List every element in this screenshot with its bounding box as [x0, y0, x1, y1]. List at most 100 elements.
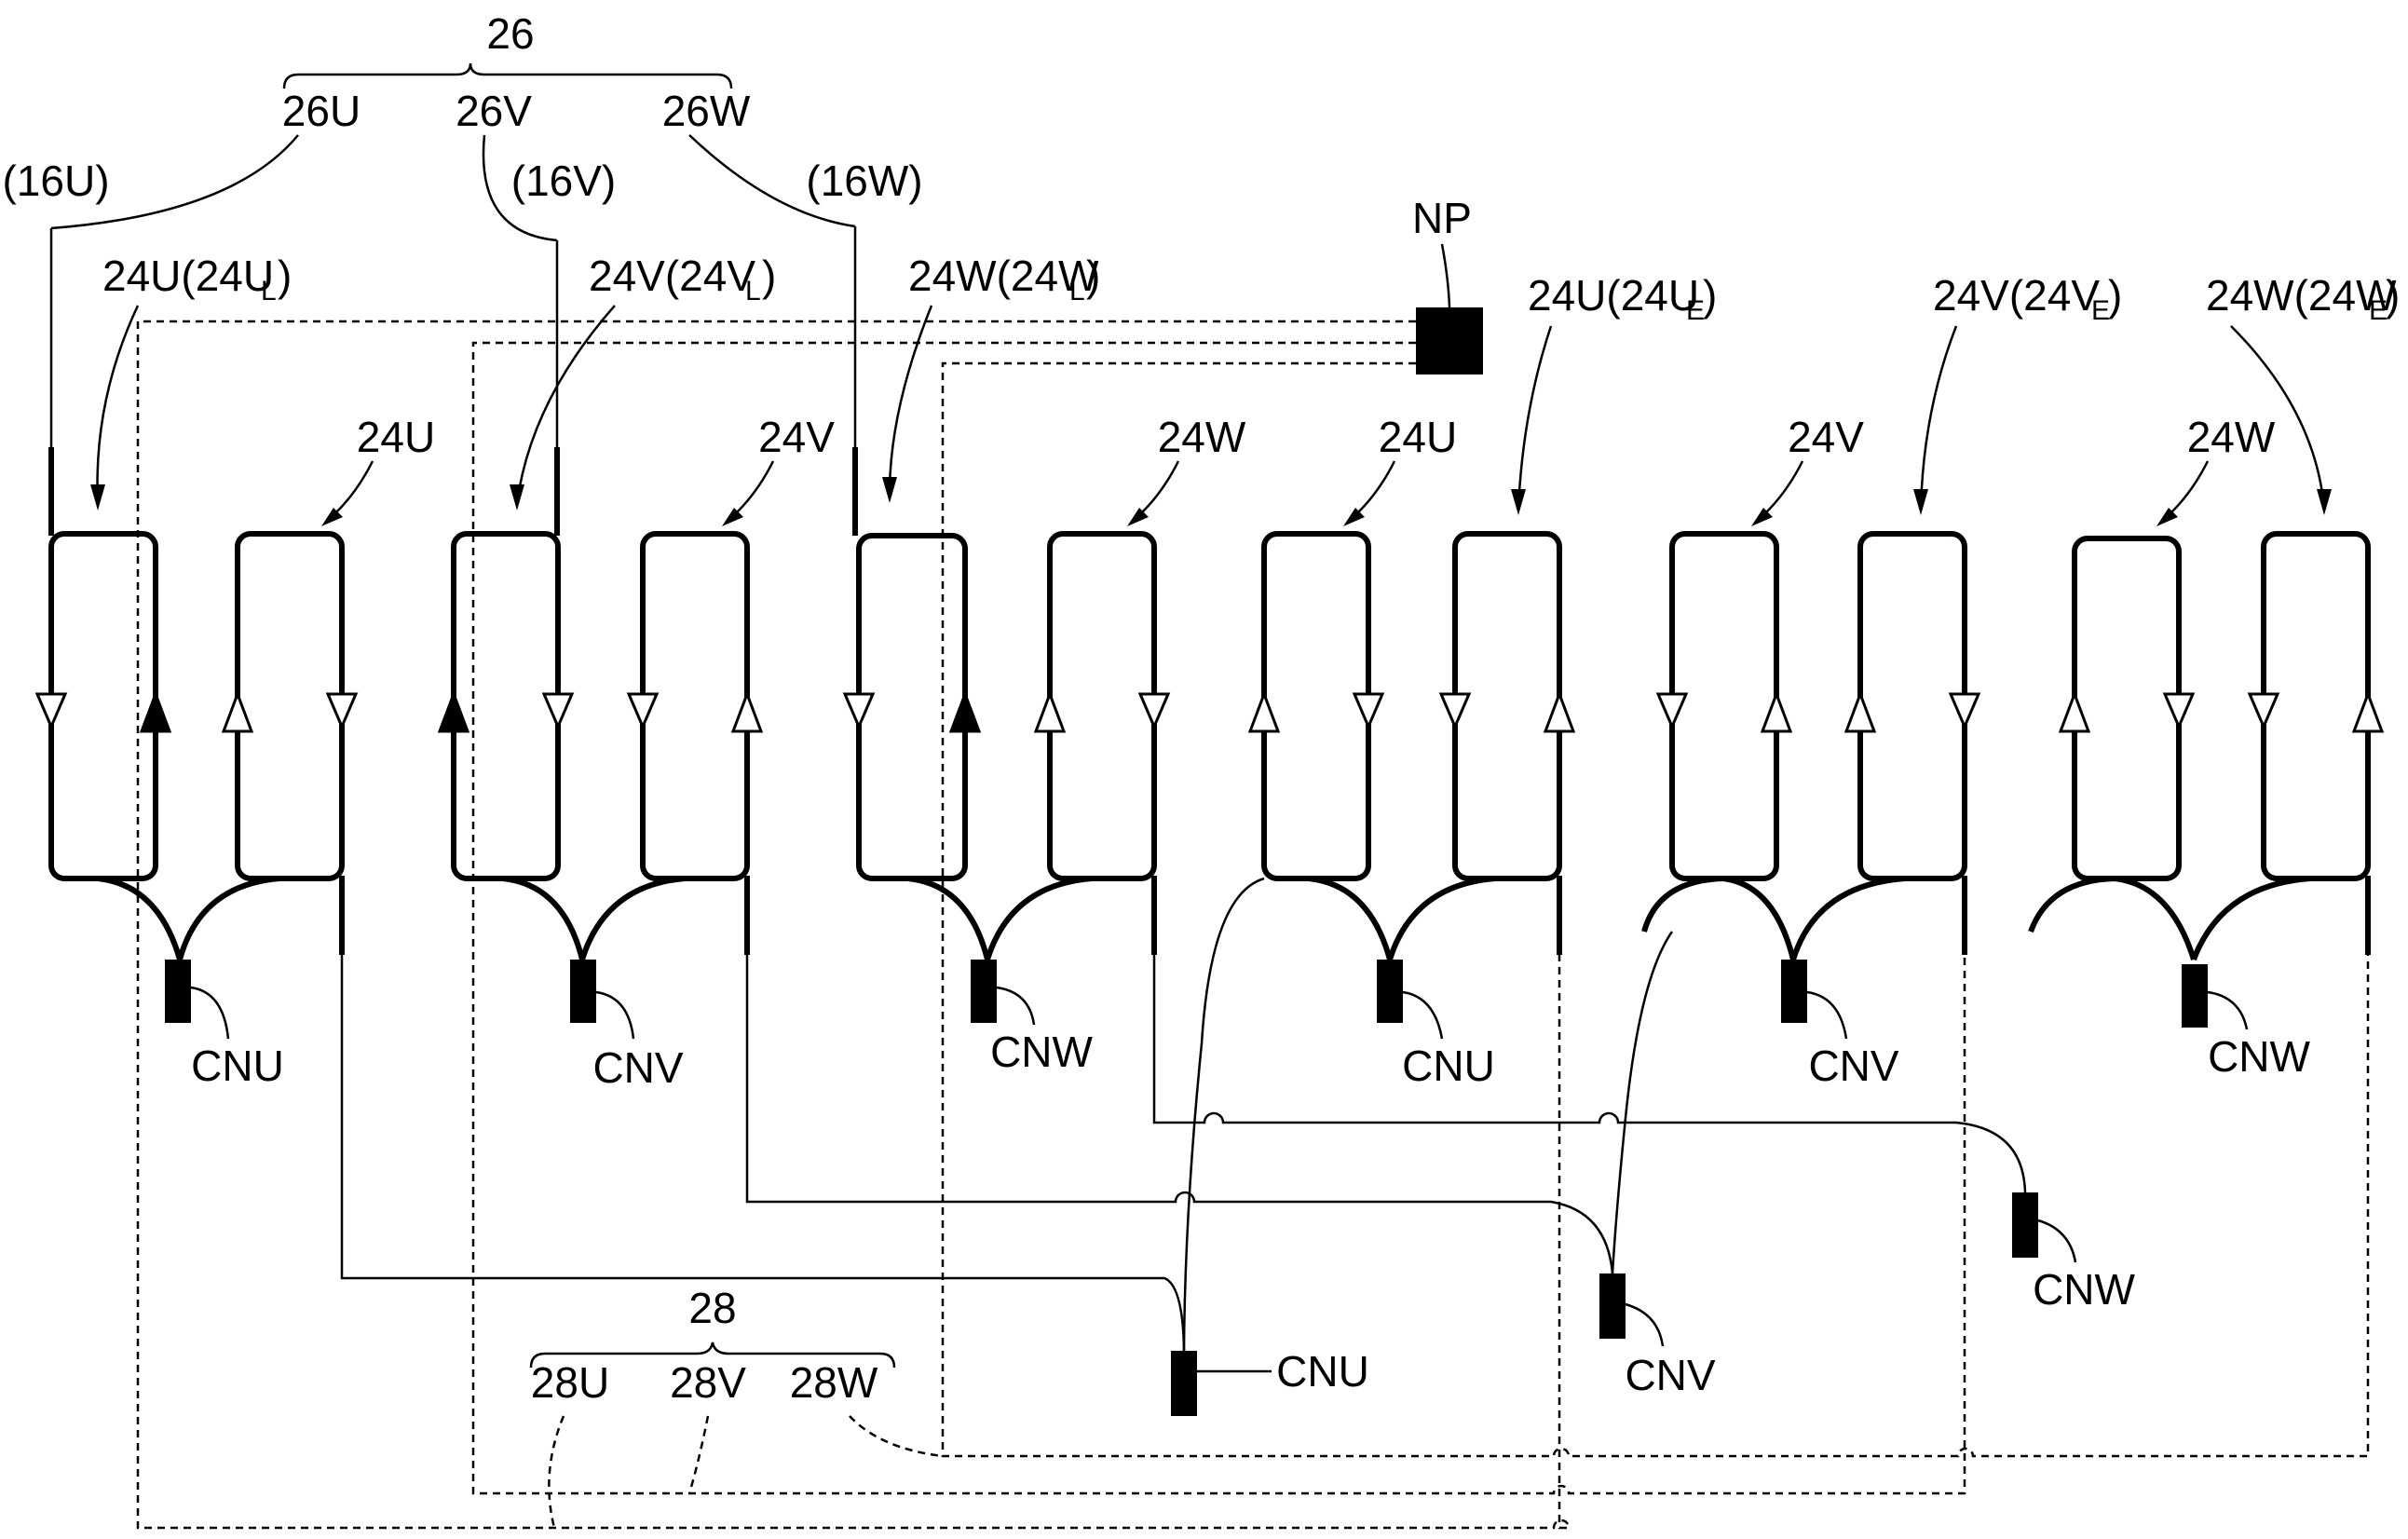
svg-text:): ) [278, 252, 292, 300]
crossover-wire-u [340, 955, 1186, 1352]
leader-arrowhead [90, 484, 105, 511]
label-cnw-2: CNW [2208, 1032, 2310, 1081]
crossover-arc [1790, 876, 1906, 960]
arrow-up [2351, 689, 2385, 733]
label-28v: 28V [670, 1358, 746, 1407]
leader-cnv-3 [1625, 1302, 1665, 1347]
connector-cnu-3 [1171, 1351, 1197, 1416]
coil-group-6 [2072, 531, 2371, 881]
arrow-up [730, 689, 764, 733]
leader-24u-e [1517, 325, 1553, 509]
svg-text:E: E [2369, 295, 2388, 326]
label-16u: (16U) [2, 157, 109, 205]
arrow-up [1843, 689, 1877, 733]
leader-26w [688, 134, 856, 228]
crossover-arc [1387, 876, 1496, 960]
label-28w: 28W [790, 1358, 878, 1407]
svg-text:E: E [2091, 295, 2110, 326]
arrow-up [1247, 689, 1281, 733]
svg-text:24U(24U: 24U(24U [1528, 271, 1699, 320]
leader-26v [482, 134, 558, 242]
label-28u: 28U [531, 1358, 609, 1407]
arrow-up-filled [139, 689, 172, 733]
arrow-up [221, 689, 254, 733]
arrow-down [34, 692, 68, 730]
crossover-wire-cnu3 [1182, 877, 1265, 1352]
coil-24w-end [2261, 531, 2371, 881]
arrow-up-filled [948, 689, 982, 733]
arrow-down [842, 692, 876, 730]
current-direction-arrows [34, 689, 2385, 733]
label-cnw-3: CNW [2033, 1265, 2135, 1314]
arrow-down [2247, 692, 2280, 730]
coil-group-3 [856, 531, 1157, 881]
leader-arrowhead [722, 508, 743, 526]
crossover-arc [579, 876, 686, 960]
coil-group-4 [1261, 531, 1562, 881]
connector-cnu-1 [165, 960, 191, 1023]
leader-cnv-1 [595, 990, 635, 1040]
leader-28w [849, 1415, 944, 1458]
arrow-down [541, 692, 575, 730]
coil-24v-end [1857, 531, 1967, 881]
leader-arrowhead [510, 484, 524, 511]
coil-24w-lead [856, 533, 968, 881]
arrow-down [1137, 692, 1171, 730]
label-24v-coil4: 24V [758, 413, 835, 461]
leader-arrowhead [2317, 489, 2332, 515]
label-cnv-1: CNV [592, 1043, 683, 1092]
arrow-down [1655, 692, 1689, 730]
crossover-arc [97, 876, 183, 960]
leader-28u [548, 1415, 565, 1529]
arrow-down [1438, 692, 1472, 730]
label-cnu-3: CNU [1276, 1347, 1369, 1396]
crossover-arc [1641, 875, 1796, 960]
coil-24u-lead [48, 531, 158, 881]
leader-26u [50, 134, 299, 230]
leader-24v-e [1919, 325, 1958, 509]
svg-text:24W(24W: 24W(24W [908, 252, 1099, 300]
svg-text:): ) [1086, 252, 1100, 300]
leader-arrowhead [882, 477, 897, 503]
leader-cnu-1 [190, 986, 230, 1040]
crossover-arc [985, 876, 1093, 960]
crossover-wire-v [745, 955, 1614, 1274]
crossover-wire-cnv3 [1611, 931, 1674, 1274]
connector-cnv-1 [570, 960, 596, 1023]
coil-24v-lead [451, 531, 561, 881]
svg-text:24W(24W: 24W(24W [2206, 271, 2397, 320]
leader-24w-e [2230, 325, 2326, 509]
label-24w-l: 24W(24W L ) [908, 252, 1100, 306]
leader-cnw-2 [2207, 990, 2249, 1030]
arrow-down [1352, 692, 1385, 730]
leader-28v [687, 1415, 710, 1494]
svg-text:L: L [1069, 276, 1085, 306]
leader-cnv-2 [1806, 990, 1848, 1040]
label-24u-coil7: 24U [1379, 413, 1457, 461]
leader-cnu-2 [1402, 990, 1444, 1040]
label-24v-l: 24V(24V L ) [589, 252, 776, 306]
connector-cnw-1 [971, 960, 997, 1023]
coil-24v-2 [1669, 531, 1779, 881]
label-24u-coil2: 24U [357, 413, 435, 461]
crossover-wire-w [1152, 955, 2027, 1193]
svg-text:): ) [2386, 271, 2400, 320]
leader-arrowhead [2156, 508, 2178, 526]
coil-24w-2 [2072, 536, 2182, 881]
arrow-down [1948, 692, 1981, 730]
leader-cnw-1 [996, 986, 1036, 1026]
neutral-wire-28v [471, 341, 1966, 1495]
connector-cnw-3 [2012, 1192, 2038, 1258]
label-16w: (16W) [806, 157, 922, 205]
arrow-up [1543, 689, 1576, 733]
arrow-up [1033, 689, 1067, 733]
coil-24u [235, 531, 345, 881]
svg-text:): ) [762, 252, 776, 300]
label-np: NP [1412, 194, 1472, 242]
label-16v: (16V) [511, 157, 616, 205]
label-26u: 26U [282, 87, 361, 135]
leader-arrowhead [1913, 489, 1928, 515]
leader-24u-l [96, 305, 140, 504]
svg-text:): ) [2108, 271, 2122, 320]
label-24w-e: 24W(24W E ) [2206, 271, 2400, 326]
